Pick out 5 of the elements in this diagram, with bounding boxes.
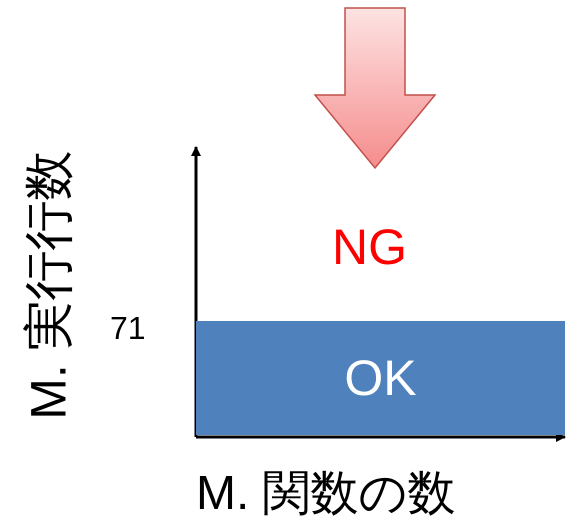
- region-label: NG: [332, 222, 407, 272]
- axis-title: M. 実行行数: [23, 150, 74, 420]
- axis-title: M. 関数の数: [196, 470, 456, 518]
- bar: OK: [196, 321, 565, 435]
- tick-label: 71: [110, 312, 146, 344]
